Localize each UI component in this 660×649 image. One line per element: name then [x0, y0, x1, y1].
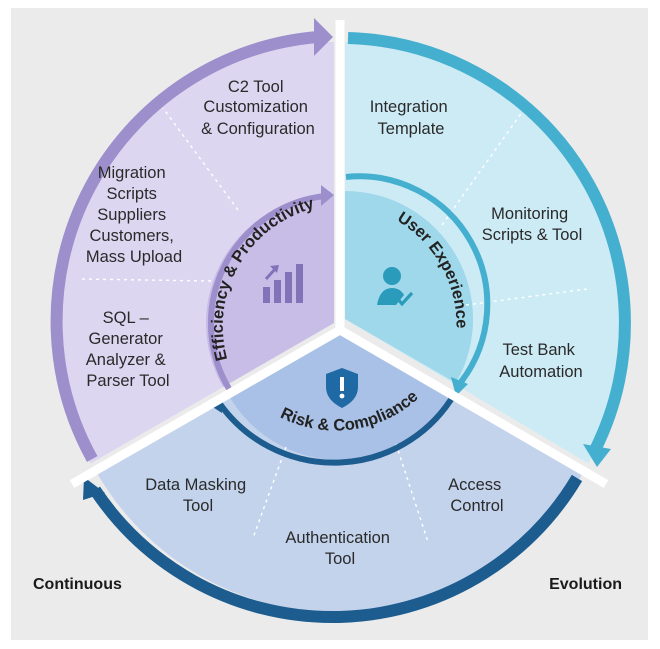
- monitoring-scripts-label: Monitoring Scripts & Tool: [482, 205, 583, 244]
- shield-alert-icon: [326, 368, 358, 408]
- risk-compliance-outer-arrow: [90, 474, 583, 624]
- user-experience-inner-arrowhead: [451, 377, 468, 396]
- efficiency-inner-arrowhead: [321, 185, 334, 206]
- migration-scripts-label: Migration Scripts Suppliers Customers, M…: [86, 164, 182, 266]
- user-experience-outer-arrow: [347, 32, 631, 453]
- efficiency-outer-arrow: [50, 31, 319, 462]
- bar-chart-growth-icon: [263, 264, 303, 303]
- efficiency-arrowhead: [314, 18, 333, 56]
- authentication-tool-label: Authentication Tool: [285, 529, 394, 568]
- user-check-icon: [377, 267, 414, 307]
- data-masking-label: Data Masking Tool: [145, 476, 250, 515]
- continuous-label: Continuous: [33, 576, 122, 593]
- segment-dividers: [69, 20, 609, 488]
- efficiency-inner-arrow: [207, 193, 326, 391]
- user-experience-arrowhead: [583, 444, 611, 467]
- risk-compliance-inner-arrow: [217, 391, 458, 466]
- user-experience-inner-wedge: [345, 191, 474, 383]
- user-experience-inner-arrow: [345, 173, 491, 384]
- evolution-label: Evolution: [549, 576, 622, 593]
- access-control-label: Access Control: [448, 476, 506, 515]
- dotted-separators: [79, 107, 588, 543]
- c2-tool-label: C2 Tool Customization & Configuration: [201, 78, 315, 138]
- integration-template-label: Integration Template: [370, 98, 453, 138]
- test-bank-label: Test Bank Automation: [499, 341, 582, 381]
- risk-compliance-arrowhead: [83, 477, 105, 500]
- sql-generator-label: SQL – Generator Analyzer & Parser Tool: [86, 309, 170, 390]
